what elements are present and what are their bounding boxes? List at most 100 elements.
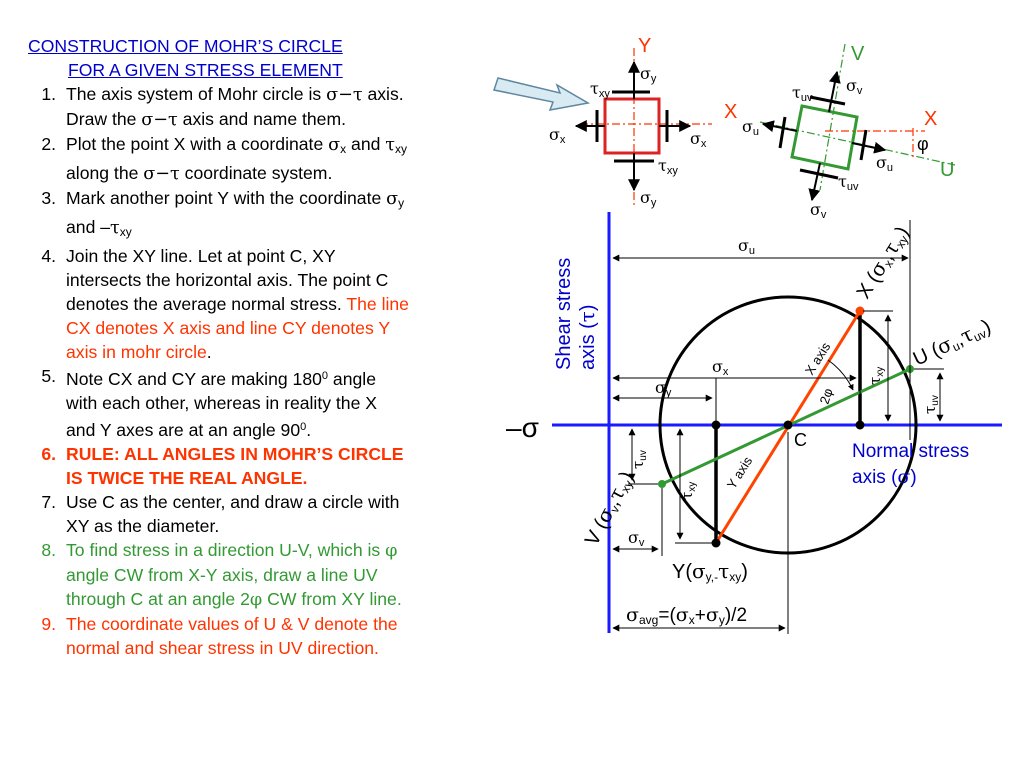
sigma-u-left-arrow [761, 120, 798, 133]
step-text: axis. [362, 84, 404, 104]
highlight-text: CX denotes X axis and line CY denotes Y [66, 318, 391, 338]
sigma-x-left-label: σx [549, 125, 566, 146]
tau-uv-top-arrow [809, 95, 846, 106]
greek-symbol: σ−τ [141, 110, 178, 130]
phi-angle-label: φ [917, 134, 929, 154]
element-u-axis-label: U [940, 159, 954, 181]
point-v [658, 480, 666, 488]
point-y-label: Y(σy,-τxy) [672, 559, 748, 584]
tau-xy-right-label: τxy [866, 367, 886, 385]
step-text: To find stress in a direction U-V, which… [66, 540, 386, 560]
step-text: angle [328, 369, 376, 389]
sigma-u-right-arrow [851, 141, 887, 154]
stress-element-xy: Y X σy τxy σx σx τxy σy [549, 35, 737, 209]
greek-symbol: φ [249, 590, 263, 610]
step-text: Use C as the center, and draw a circle w… [66, 492, 400, 512]
step-text: . [306, 420, 312, 440]
step-text: Note CX and CY are making 180 [66, 369, 322, 389]
step-number: 1. [41, 84, 56, 104]
tau-uv-top-label: τuv [792, 83, 813, 104]
greek-symbol: φ [385, 541, 398, 561]
step-text: along the [66, 163, 144, 183]
superscript: 0 [300, 421, 307, 433]
step-text: XY as the diameter. [66, 516, 220, 536]
mohr-circle-plot: Shear stress axis (τ) –σ Normal stress a… [506, 212, 1002, 634]
step-text: Join the XY line. Let at point C, XY [66, 246, 336, 266]
subscript: xy [395, 142, 408, 156]
sigma-y-top-label: σy [640, 64, 657, 85]
step-5: 5. Note CX and CY are making 1800 angle … [28, 364, 518, 442]
step-text: RULE: ALL ANGLES IN MOHR’S CIRCLE [66, 444, 404, 464]
step-number: 9. [41, 614, 56, 634]
step-number: 4. [41, 246, 56, 266]
step-text: axis and name them. [177, 109, 347, 129]
step-6: 6. RULE: ALL ANGLES IN MOHR’S CIRCLE IS … [28, 442, 518, 490]
instruction-panel: CONSTRUCTION OF MOHR’S CIRCLE FOR A GIVE… [28, 34, 518, 660]
point-sigma-y [711, 420, 721, 430]
shear-stress-axis-label-line1: Shear stress [553, 258, 575, 370]
point-x-label: X (σx,τxy) [851, 222, 915, 304]
step-text: through C at an angle 2 [66, 589, 250, 609]
subscript: x [340, 142, 347, 156]
step-text: coordinate system. [179, 163, 333, 183]
step-text: Mark another point Y with the coordinate [66, 188, 387, 208]
step-text: IS TWICE THE REAL ANGLE. [66, 468, 308, 488]
step-text: and Y axes are at an angle 90 [66, 420, 301, 440]
sigma-x-dim-label: σx [712, 357, 729, 378]
two-phi-label: 2φ [817, 386, 836, 406]
v-axis-dashdot [819, 43, 846, 191]
sigma-v-bottom-label: σv [810, 200, 827, 221]
pointer-block-arrow [493, 77, 591, 111]
two-phi-arc [827, 359, 854, 391]
step-2: 2. Plot the point X with a coordinate σx… [28, 132, 518, 186]
subscript: xy [119, 225, 132, 239]
step-text: The coordinate values of U & V denote th… [66, 614, 398, 634]
step-7: 7. Use C as the center, and draw a circl… [28, 490, 518, 538]
greek-symbol: τ [385, 135, 396, 155]
greek-symbol: σ [328, 135, 341, 155]
step-text: The axis system of Mohr circle is [66, 84, 327, 104]
highlight-text: The line [346, 294, 409, 314]
highlight-text: axis in mohr circle [66, 342, 207, 362]
sigma-v-bottom-arrow [808, 162, 821, 202]
sigma-y-bottom-label: σy [640, 188, 657, 209]
step-4: 4. Join the XY line. Let at point C, XY … [28, 244, 518, 364]
tau-uv-bottom-arrow [799, 168, 839, 180]
subscript: y [398, 196, 405, 210]
point-c-label: C [794, 430, 807, 450]
element2-x-axis-label: X [924, 108, 937, 130]
tau-uv-right-arrow [859, 129, 868, 161]
tau-uv-left-arrow [778, 116, 787, 149]
sigma-x-right-label: σx [690, 129, 707, 150]
step-number: 8. [41, 540, 56, 560]
step-text: angle CW from X-Y axis, draw a line UV [66, 565, 378, 585]
element-v-axis-label: V [851, 43, 865, 65]
normal-stress-axis-label-line1: Normal stress [852, 441, 969, 462]
point-sigma-x [855, 420, 865, 430]
point-y [711, 538, 721, 548]
sigma-u-dim-label: σu [738, 236, 755, 257]
step-text: denotes the average normal stress. [66, 294, 347, 314]
point-u-label: U (σu,τuv) [909, 314, 995, 372]
step-number: 3. [41, 188, 56, 208]
step-number: 5. [41, 366, 56, 386]
step-text: and [346, 134, 386, 154]
tau-xy-bottom-label: τxy [658, 156, 678, 177]
step-number: 6. [41, 444, 56, 464]
normal-stress-axis-label-line2: axis (σ) [852, 466, 917, 488]
title-line-1: CONSTRUCTION OF MOHR’S CIRCLE [28, 36, 343, 56]
tau-uv-right-label: τuv [921, 395, 941, 414]
element-square [603, 97, 661, 155]
greek-symbol: τ [110, 218, 120, 238]
step-text: intersects the horizontal axis. The poin… [66, 270, 389, 290]
step-text: with each other, whereas in reality the … [66, 393, 377, 413]
tau-uv-left-label: τuv [629, 450, 649, 469]
superscript: 0 [321, 370, 329, 382]
shear-stress-axis-label-line2: axis (τ) [575, 304, 599, 370]
sigma-v-top-arrow [828, 70, 841, 113]
element-y-axis-label: Y [638, 35, 651, 57]
point-x [855, 306, 865, 316]
greek-symbol: σ−τ [326, 85, 363, 105]
step-text: Draw the [66, 109, 142, 129]
